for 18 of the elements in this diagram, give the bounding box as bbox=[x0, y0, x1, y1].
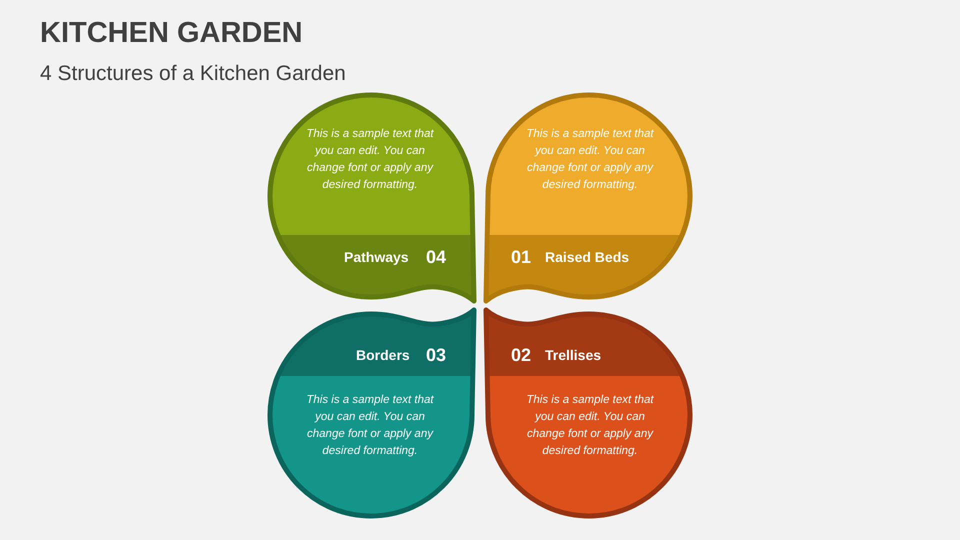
step-number: 04 bbox=[426, 247, 446, 267]
petal-card bbox=[483, 307, 693, 519]
petal-card bbox=[267, 307, 477, 519]
step-number: 02 bbox=[511, 345, 532, 365]
step-number: 01 bbox=[511, 247, 532, 267]
description-text: This is a sample text that you can edit. You can change font or apply any desired formatting. bbox=[525, 393, 655, 459]
description-text: This is a sample text that you can edit. You can change font or apply any desired formatting. bbox=[305, 393, 435, 459]
description-text: This is a sample text that you can edit. You can change font or apply any desired formatting. bbox=[525, 127, 655, 193]
structure-name: Raised Beds bbox=[545, 249, 630, 266]
title: KITCHEN GARDEN bbox=[40, 17, 303, 50]
structure-name: Pathways bbox=[344, 249, 409, 266]
description-text: This is a sample text that you can edit. You can change font or apply any desired formatting. bbox=[305, 127, 435, 193]
petal-card bbox=[483, 92, 693, 304]
petal-card bbox=[267, 92, 477, 304]
structure-name: Trellises bbox=[545, 347, 602, 364]
step-number: 03 bbox=[426, 345, 446, 365]
subtitle: 4 Structures of a Kitchen Garden bbox=[40, 62, 346, 86]
structure-name: Borders bbox=[356, 347, 410, 364]
